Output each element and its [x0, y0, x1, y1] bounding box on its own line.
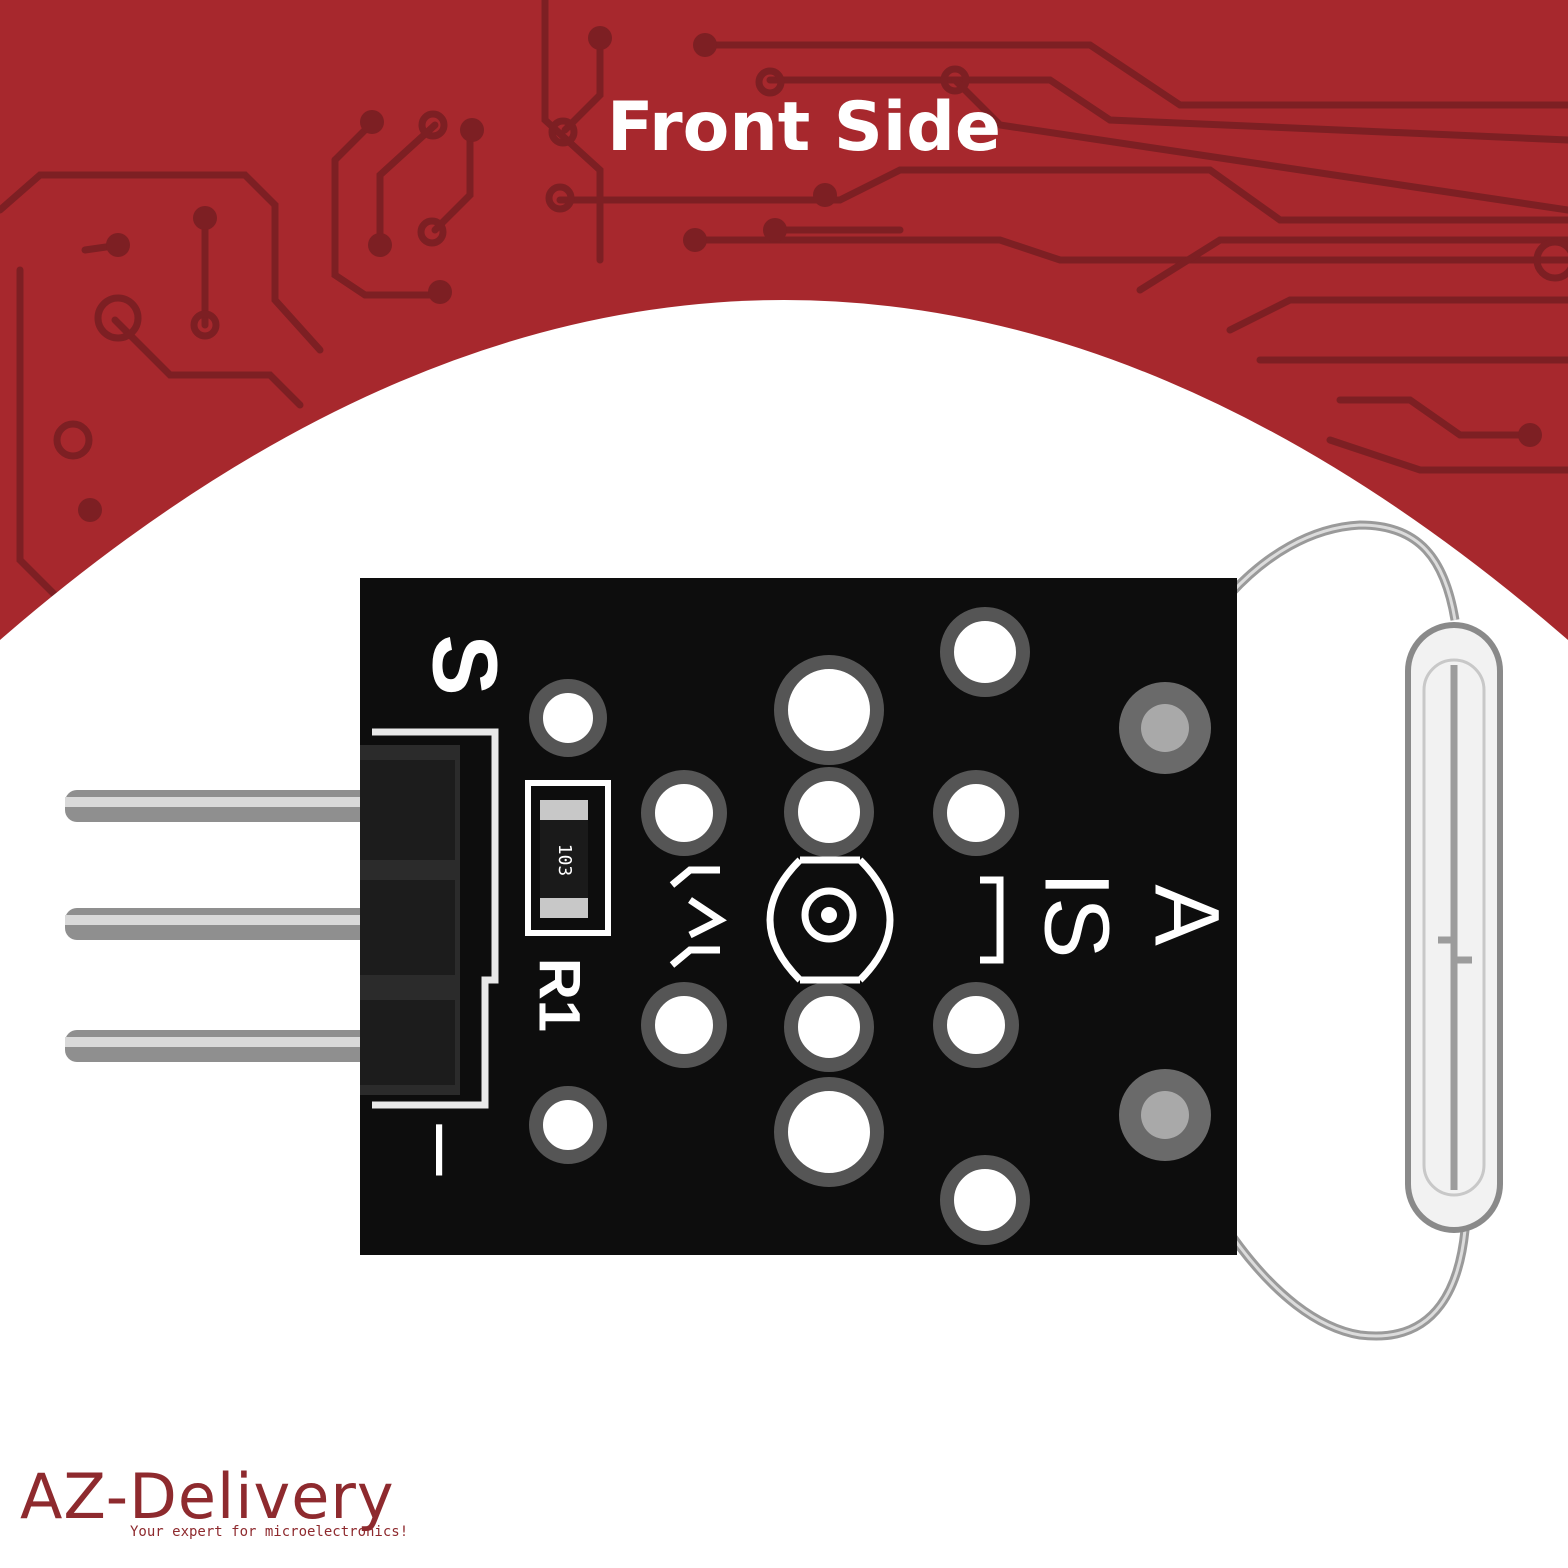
circuit-rings	[53, 65, 1568, 460]
circuit-nodes	[78, 26, 1542, 522]
target-icon	[801, 887, 857, 943]
resistor-r1	[525, 780, 611, 936]
circuit-trace-pattern	[0, 0, 1568, 604]
logo-wordmark: AZ-Delivery	[20, 1460, 395, 1533]
label-s: S	[414, 634, 516, 695]
reed-switch-icon	[1160, 520, 1503, 1341]
pcb-board: S – A IS R1 103	[360, 578, 1238, 1255]
label-is: IS	[1026, 872, 1128, 959]
pin-header-icon	[65, 790, 425, 1062]
reed-pads	[1119, 682, 1211, 1161]
pads	[529, 607, 1030, 1245]
logo-tagline: Your expert for microelectronics!	[130, 1524, 409, 1540]
label-a: A	[1136, 884, 1238, 946]
brand-logo: AZ-Delivery Your expert for microelectro…	[20, 1462, 440, 1542]
label-minus: –	[396, 1124, 498, 1176]
resistor-code: 103	[554, 844, 575, 877]
switch-symbol	[669, 856, 1004, 984]
page-title: Front Side	[606, 88, 1002, 167]
label-r1: R1	[527, 958, 592, 1032]
